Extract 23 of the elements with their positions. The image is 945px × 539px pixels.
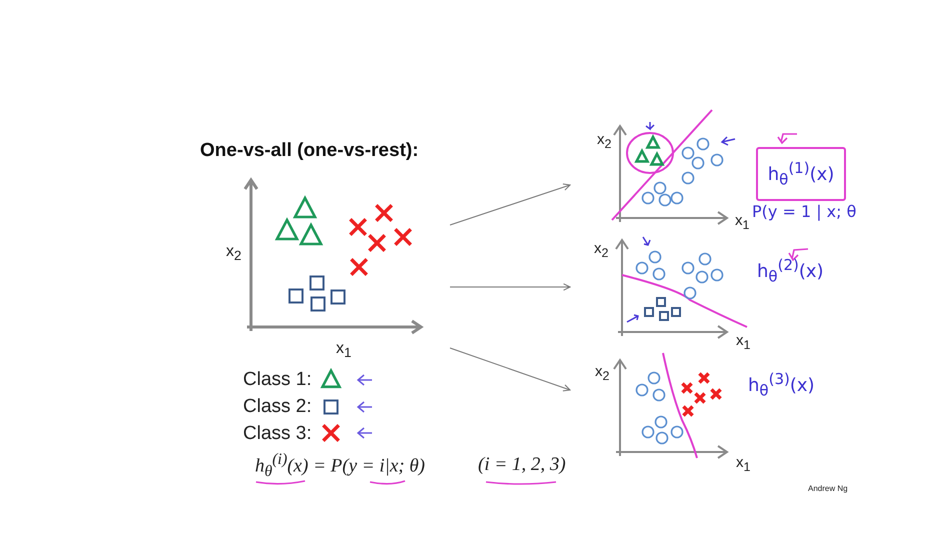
arrow xyxy=(450,348,571,392)
handwritten-note: P(y = 1 | x; θ xyxy=(752,204,856,220)
class-label: Class 2: xyxy=(243,397,312,416)
credit-text: Andrew Ng xyxy=(808,485,848,493)
hypothesis-box xyxy=(756,147,846,201)
arrow xyxy=(450,183,571,226)
hypothesis-text: h$_{θ}$$^{(1)}$(x) xyxy=(768,159,834,189)
axis-label: x$_{2}$ xyxy=(597,132,612,150)
axis-label: x$_{2}$ xyxy=(595,364,610,382)
class-label: Class 3: xyxy=(243,424,312,443)
title: One-vs-all (one-vs-rest): xyxy=(200,140,419,162)
axis-label: x$_{1}$ xyxy=(736,455,750,474)
axis-label: x$_{2}$ xyxy=(226,244,242,263)
formula: h$_{θ}$$^{(i)}$(x) = P(y = i|x; θ) xyxy=(255,452,426,480)
class-label: Class 1: xyxy=(243,370,312,389)
axis-label: x$_{1}$ xyxy=(336,341,352,360)
formula: (i = 1, 2, 3) xyxy=(478,455,566,474)
axis-label: x$_{1}$ xyxy=(735,213,750,232)
handwritten-note: h$_{θ}$$^{(2)}$(x) xyxy=(757,258,824,285)
axis-label: x$_{2}$ xyxy=(594,241,608,260)
arrow xyxy=(450,283,571,291)
axis-label: x$_{1}$ xyxy=(736,333,750,352)
handwritten-note: h$_{θ}$$^{(3)}$(x) xyxy=(748,372,815,399)
